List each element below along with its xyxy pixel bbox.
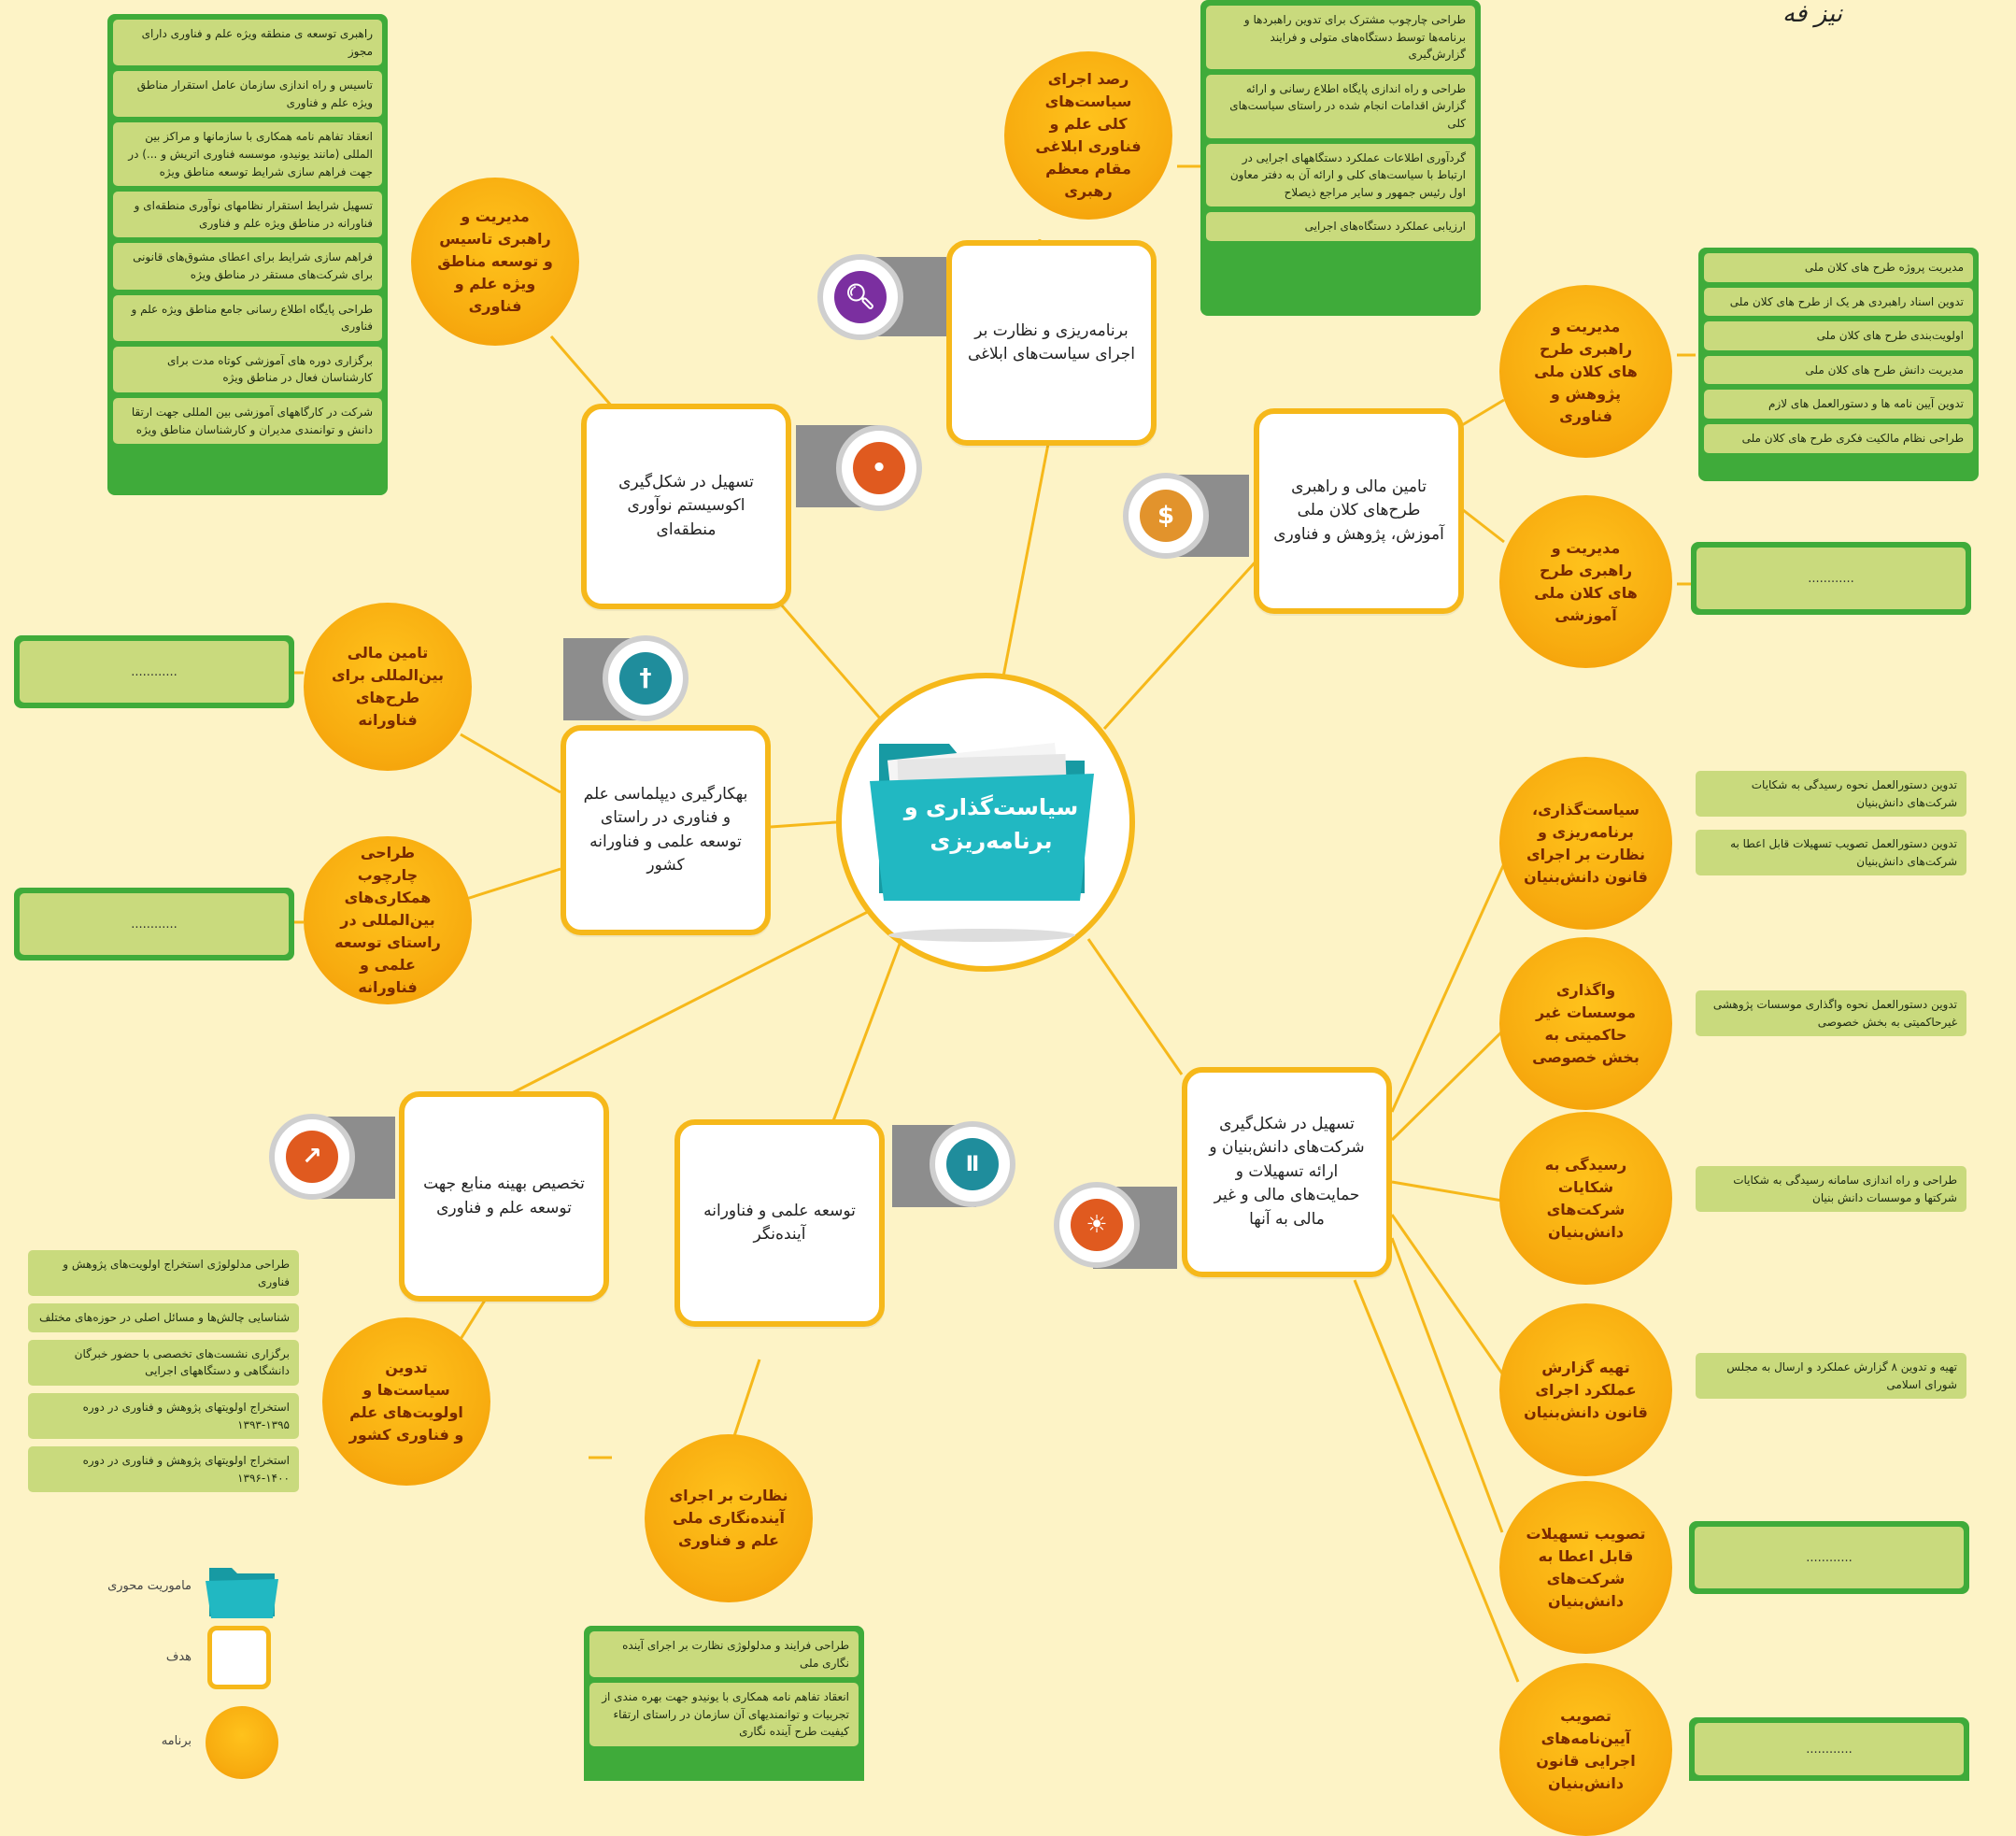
panel-nat-research-item: تدوین اسناد راهبردی هر یک از طرح های کلا…	[1704, 287, 1973, 317]
program-monitor[interactable]: رصد اجرای سیاست‌های کلی علم و فناوری ابل…	[1004, 51, 1172, 220]
panel-nat-research: مدیریت پروژه طرح های کلان ملی تدوین اسنا…	[1698, 248, 1979, 481]
objective-diplomacy[interactable]: بهکارگیری دیپلماسی علم و فناوری در راستا…	[561, 725, 771, 935]
panel-foresight: طراحی فرایند و مدلولوژی نظارت بر اجرای آ…	[584, 1626, 864, 1781]
placeholder-dots: ............	[1695, 1527, 1964, 1588]
badge-finance[interactable]: $	[1123, 473, 1209, 559]
dome-tower-icon: †	[619, 652, 672, 705]
panel-policy-item: برگزاری نشست‌های تخصصی با حضور خبرگان دا…	[28, 1339, 299, 1386]
panel-zones-item: طراحی پایگاه اطلاع رسانی جامع مناطق ویژه…	[113, 294, 382, 341]
panel-policy: طراحی مدلولوژی استخراج اولویت‌های پژوهش …	[28, 1250, 299, 1523]
panel-monitor-item: گردآوری اطلاعات عملکرد دستگاههای اجرایی …	[1206, 143, 1475, 207]
panel-nat-research-item: مدیریت پروژه طرح های کلان ملی	[1704, 253, 1973, 282]
program-kb-policy[interactable]: سیاست‌گذاری، برنامه‌ریزی و نظارت بر اجرا…	[1499, 757, 1672, 930]
mindmap-canvas: سیاست‌گذاری و برنامه‌ریزی نیز فه برنامه‌…	[14, 0, 1979, 1836]
panel-kb-report: تهیه و تدوین ۸ گزارش عملکرد و ارسال به م…	[1696, 1353, 1966, 1418]
corner-mark: نیز فه	[1782, 0, 1843, 28]
panel-monitor: طراحی چارچوب مشترک برای تدوین راهبردها و…	[1200, 0, 1481, 316]
placeholder-dots: ............	[20, 893, 289, 955]
panel-nat-edu: ............	[1691, 542, 1971, 615]
panel-zones-item: تسهیل شرایط استقرار نظامهای نوآوری منطقه…	[113, 192, 382, 238]
panel-kb-transfer-item: تدوین دستورالعمل نحوه واگذاری موسسات پژو…	[1696, 990, 1966, 1037]
objective-knowledge[interactable]: تسهیل در شکل‌گیری شرکت‌های دانش‌بنیان و …	[1182, 1067, 1392, 1277]
panel-nat-research-item: مدیریت دانش طرح های کلان ملی	[1704, 355, 1973, 385]
folder-shadow	[888, 929, 1075, 942]
bar-chart-icon: Ⅱ	[946, 1138, 999, 1190]
panel-monitor-item: طراحی چارچوب مشترک برای تدوین راهبردها و…	[1206, 6, 1475, 69]
placeholder-dots: ............	[1695, 1723, 1964, 1775]
panel-intl-fin: ............	[14, 635, 294, 708]
center-title: سیاست‌گذاری و برنامه‌ریزی	[903, 794, 1079, 854]
legend-mission-label: ماموریت محوری	[107, 1579, 192, 1593]
legend-program-swatch	[206, 1706, 278, 1779]
folder-icon	[206, 1568, 278, 1618]
objective-oversight[interactable]: برنامه‌ریزی و نظارت بر اجرای سیاست‌های ا…	[946, 240, 1157, 446]
panel-nat-research-item: تدوین آیین نامه ها و دستورالعمل های لازم	[1704, 390, 1973, 419]
panel-zones-item: برگزاری دوره های آموزشی کوتاه مدت برای ک…	[113, 346, 382, 392]
panel-zones-item: تاسیس و راه اندازی سازمان عامل استقرار م…	[113, 71, 382, 118]
program-intl-fin[interactable]: تامین مالی بین‌المللی برای طرح‌های فناور…	[304, 603, 472, 771]
lightbulb-icon: ☀	[1071, 1199, 1123, 1251]
program-nat-research[interactable]: مدیریت و راهبری طرح های کلان ملی پژوهش و…	[1499, 285, 1672, 458]
panel-nat-research-item: طراحی نظام مالکیت فکری طرح های کلان ملی	[1704, 423, 1973, 453]
connector-lines	[294, 164, 1696, 1683]
badge-knowledge[interactable]: ☀	[1054, 1182, 1140, 1268]
placeholder-dots: ............	[1697, 548, 1966, 609]
program-kb-transfer[interactable]: واگذاری موسسات غیر حاکمیتی به بخش خصوصی	[1499, 937, 1672, 1110]
program-kb-bylaws[interactable]: تصویب آیین‌نامه‌های اجرایی قانون دانش‌بن…	[1499, 1663, 1672, 1836]
panel-kb-complaints-item: طراحی و راه اندازی سامانه رسیدگی به شکای…	[1696, 1166, 1966, 1213]
panel-monitor-item: ارزیابی عملکرد دستگاه‌های اجرایی	[1206, 212, 1475, 241]
panel-monitor-item: طراحی و راه اندازی پایگاه اطلاع رسانی و …	[1206, 74, 1475, 138]
panel-kb-policy-item: تدوین دستورالعمل نحوه رسیدگی به شکایات ش…	[1696, 771, 1966, 818]
panel-foresight-item: انعقاد تفاهم نامه همکاری با یونیدو جهت ب…	[589, 1683, 859, 1746]
badge-diplomacy[interactable]: †	[603, 635, 689, 721]
program-policy[interactable]: تدوین سیاست‌ها و اولویت‌های علم و فناوری…	[322, 1317, 490, 1486]
panel-zones-item: انعقاد تفاهم نامه همکاری با سازمانها و م…	[113, 122, 382, 187]
panel-kb-policy-item: تدوین دستورالعمل تصویب تسهیلات قابل اعطا…	[1696, 830, 1966, 876]
objective-finance[interactable]: تامین مالی و راهبری طرح‌های کلان ملی آمو…	[1254, 408, 1464, 614]
panel-zones: راهبری توسعه ی منطقه ویژه علم و فناوری د…	[107, 14, 388, 495]
magnifier-icon: 🔍︎	[834, 271, 887, 323]
panel-zones-item: فراهم سازی شرایط برای اعطای مشوق‌های قان…	[113, 243, 382, 290]
panel-policy-item: شناسایی چالش‌ها و مسائل اصلی در حوزه‌های…	[28, 1303, 299, 1332]
panel-kb-bylaws: ............	[1689, 1717, 1969, 1781]
program-nat-edu[interactable]: مدیریت و راهبری طرح های کلان ملی آموزشی	[1499, 495, 1672, 668]
panel-policy-item: استخراج اولویتهای پژوهش و فناوری در دوره…	[28, 1392, 299, 1440]
panel-intl-frame: ............	[14, 888, 294, 961]
panel-kb-policy: تدوین دستورالعمل نحوه رسیدگی به شکایات ش…	[1696, 771, 1966, 911]
panel-kb-report-item: تهیه و تدوین ۸ گزارش عملکرد و ارسال به م…	[1696, 1353, 1966, 1400]
legend-objective-swatch	[207, 1626, 271, 1689]
panel-zones-item: راهبری توسعه ی منطقه ویژه علم و فناوری د…	[113, 20, 382, 66]
program-intl-frame[interactable]: طراحی چارچوب همکاری‌های بین‌المللی در را…	[304, 836, 472, 1004]
program-kb-report[interactable]: تهیه گزارش عملکرد اجرای قانون دانش‌بنیان	[1499, 1303, 1672, 1476]
badge-ecosystem[interactable]: •	[836, 425, 922, 511]
program-foresight[interactable]: نظارت بر اجرای آینده‌نگاری ملی علم و فنا…	[645, 1434, 813, 1602]
center-node: سیاست‌گذاری و برنامه‌ریزی	[836, 673, 1135, 972]
program-kb-facility[interactable]: تصویب تسهیلات قابل اعطا به شرکت‌های دانش…	[1499, 1481, 1672, 1654]
legend: ماموریت محوری هدف برنامه	[84, 1551, 290, 1781]
coin-icon: $	[1140, 490, 1192, 542]
objective-future[interactable]: توسعه علمی و فناورانه آینده‌نگر	[674, 1119, 885, 1327]
panel-kb-facility: ............	[1689, 1521, 1969, 1594]
program-kb-complaints[interactable]: رسیدگی به شکایات شرکت‌های دانش‌بنیان	[1499, 1112, 1672, 1285]
legend-program-label: برنامه	[161, 1734, 192, 1748]
program-zones[interactable]: مدیریت و راهبری تاسیس و توسعه مناطق ویژه…	[411, 178, 579, 346]
panel-nat-research-item: اولویت‌بندی طرح های کلان ملی	[1704, 321, 1973, 350]
objective-ecosystem[interactable]: تسهیل در شکل‌گیری اکوسیستم نوآوری منطقه‌…	[581, 404, 791, 609]
panel-policy-item: طراحی مدلولوژی استخراج اولویت‌های پژوهش …	[28, 1250, 299, 1297]
panel-zones-item: شرکت در کارگاههای آموزشی بین المللی جهت …	[113, 397, 382, 445]
map-pin-icon: •	[853, 442, 905, 494]
badge-oversight[interactable]: 🔍︎	[817, 254, 903, 340]
panel-foresight-item: طراحی فرایند و مدلولوژی نظارت بر اجرای آ…	[589, 1631, 859, 1678]
panel-policy-item: استخراج اولویتهای پژوهش و فناوری در دوره…	[28, 1446, 299, 1493]
cursor-click-icon: ↗	[286, 1131, 338, 1183]
folder-icon	[870, 742, 1094, 901]
panel-kb-transfer: تدوین دستورالعمل نحوه واگذاری موسسات پژو…	[1696, 990, 1966, 1056]
objective-allocation[interactable]: تخصیص بهینه منابع جهت توسعه علم و فناوری	[399, 1091, 609, 1302]
panel-kb-complaints: طراحی و راه اندازی سامانه رسیدگی به شکای…	[1696, 1166, 1966, 1231]
badge-future[interactable]: Ⅱ	[930, 1121, 1015, 1207]
placeholder-dots: ............	[20, 641, 289, 703]
badge-allocation[interactable]: ↗	[269, 1114, 355, 1200]
legend-objective-label: هدف	[165, 1650, 192, 1664]
